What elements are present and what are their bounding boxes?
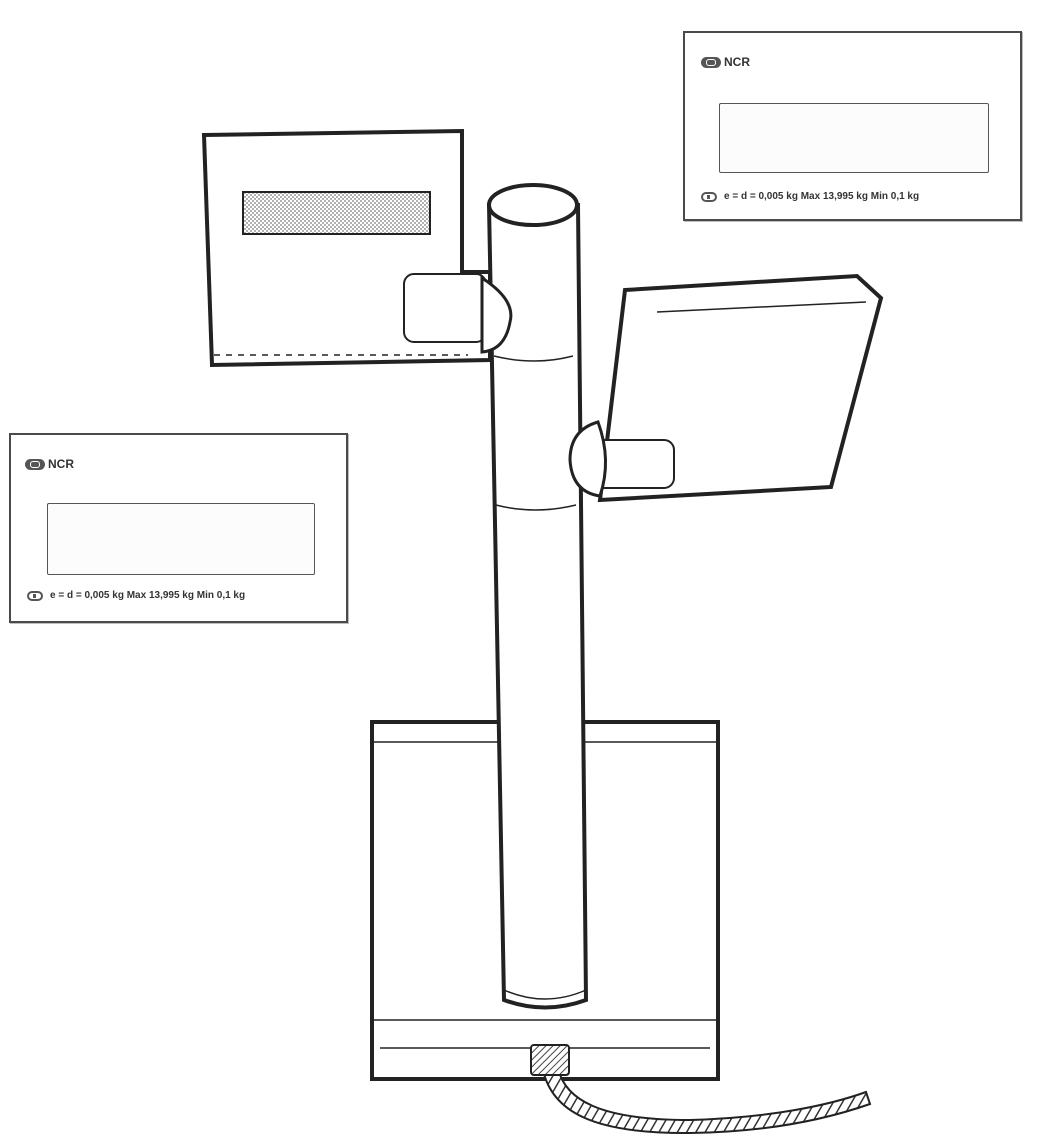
spec-text: e = d = 0,005 kg Max 13,995 kg Min 0,1 k… <box>724 191 920 202</box>
power-cable <box>541 1066 872 1135</box>
swivel-knob <box>568 420 608 498</box>
pole <box>486 183 589 1010</box>
certification-mark-icon <box>27 590 43 601</box>
brand-logo: NCR <box>701 55 750 69</box>
cable-port <box>530 1044 570 1076</box>
spec-line: e = d = 0,005 kg Max 13,995 kg Min 0,1 k… <box>27 590 245 601</box>
pole-base-collar <box>503 989 587 1000</box>
pole-body <box>486 203 589 1010</box>
label-display-window <box>719 103 989 173</box>
brand-name: NCR <box>724 55 750 69</box>
certification-mark-icon <box>701 191 717 202</box>
weighing-label-left: NCR e = d = 0,005 kg Max 13,995 kg Min 0… <box>9 433 348 623</box>
display-screen <box>242 191 431 235</box>
operator-display <box>201 128 513 368</box>
pole-top-cap <box>487 183 579 227</box>
spec-text: e = d = 0,005 kg Max 13,995 kg Min 0,1 k… <box>50 590 246 601</box>
swivel-arm <box>403 273 487 343</box>
customer-display <box>568 273 884 503</box>
pole-joint <box>493 355 574 362</box>
ncr-logo-icon <box>25 458 45 470</box>
display-face-edge <box>656 301 867 313</box>
swivel-knob <box>480 275 513 354</box>
brand-logo: NCR <box>25 457 74 471</box>
ncr-logo-icon <box>701 56 721 68</box>
spec-line: e = d = 0,005 kg Max 13,995 kg Min 0,1 k… <box>701 191 919 202</box>
label-display-window <box>47 503 315 575</box>
weighing-label-top-right: NCR e = d = 0,005 kg Max 13,995 kg Min 0… <box>683 31 1022 221</box>
brand-name: NCR <box>48 457 74 471</box>
pole-joint <box>495 504 577 511</box>
